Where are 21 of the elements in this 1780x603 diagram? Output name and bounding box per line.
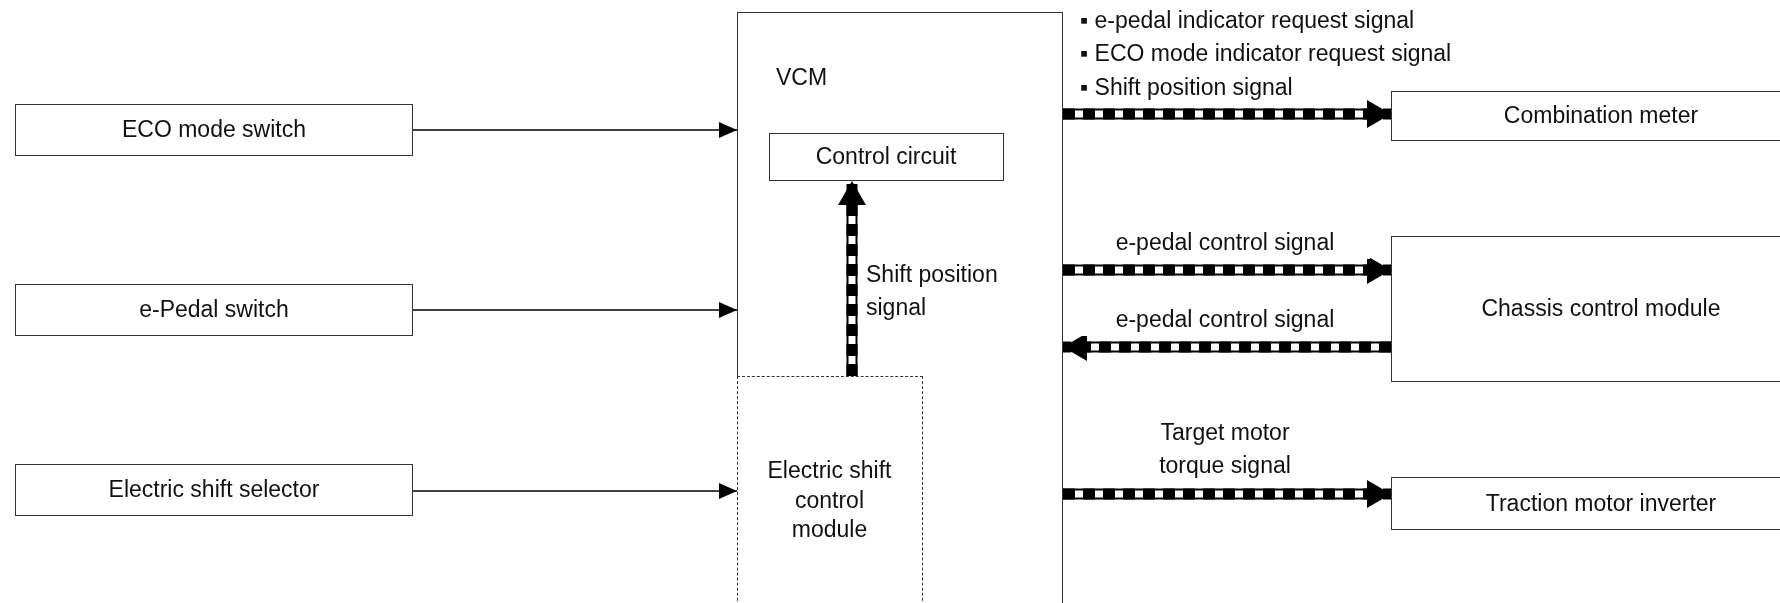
module-box <box>737 12 1063 603</box>
box-label: Chassis control module <box>1481 294 1721 324</box>
inverter-box <box>1391 477 1780 530</box>
box-label: e-Pedal switch <box>139 295 289 325</box>
box-label: Electric shift control module <box>766 455 893 545</box>
module-box <box>1391 236 1780 382</box>
selector-box <box>15 464 413 516</box>
box-label: Combination meter <box>1503 101 1699 131</box>
bullet-text: ▪ e-pedal indicator request signal <box>1080 6 1416 35</box>
module-box <box>736 375 923 603</box>
box-label: Electric shift selector <box>108 475 320 505</box>
switch-box <box>15 104 413 156</box>
switch-box <box>15 284 413 336</box>
box-label: Control circuit <box>815 141 957 171</box>
bullet-text: ▪ Shift position signal <box>1080 72 1294 102</box>
box-label: ECO mode switch <box>121 115 307 145</box>
circuit-box <box>768 132 1004 181</box>
meter-box <box>1391 91 1780 141</box>
bullet-text: ▪ ECO mode indicator request signal <box>1080 39 1452 69</box>
box-label: Traction motor inverter <box>1485 488 1717 518</box>
module-title: VCM <box>776 63 828 92</box>
